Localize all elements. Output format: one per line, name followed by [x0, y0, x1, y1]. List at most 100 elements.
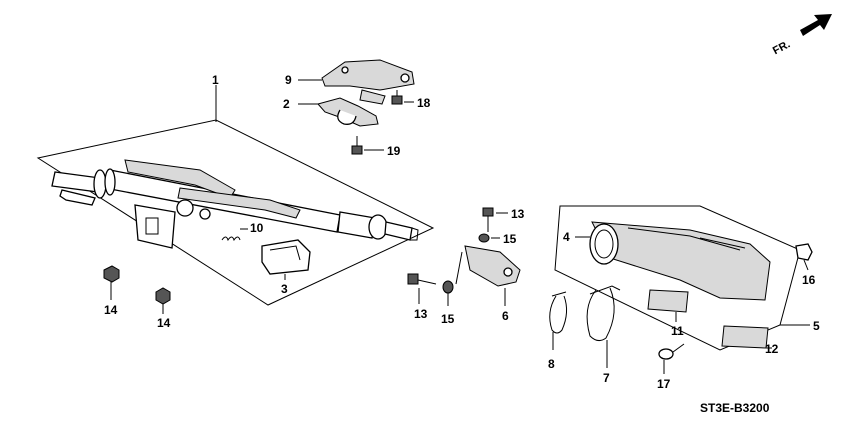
plug-16 — [795, 243, 813, 261]
diagram-code: ST3E-B3200 — [700, 401, 770, 415]
plug-16-part[interactable] — [795, 243, 813, 271]
band-clamp-8-part[interactable] — [549, 291, 568, 350]
bolt-shank — [417, 279, 437, 285]
boot-part[interactable] — [575, 221, 771, 301]
cover-edge — [269, 245, 301, 261]
clip-head — [658, 348, 674, 360]
band-clamp-8 — [549, 295, 568, 334]
boot-inner-ring — [594, 229, 614, 259]
nut-icon — [103, 265, 120, 283]
clip-pin — [672, 343, 685, 353]
steering-column[interactable] — [51, 159, 419, 249]
tilt-pivot — [176, 199, 194, 217]
tilt-bolt — [199, 208, 211, 220]
clamp-plate — [359, 89, 386, 105]
bolt-13b-part[interactable] — [407, 273, 437, 304]
bolt-head-icon — [351, 145, 363, 155]
front-marker-label: FR. — [771, 38, 792, 57]
callout-2: 2 — [283, 97, 290, 111]
callout-19: 19 — [387, 144, 401, 158]
bracket-6 — [464, 245, 521, 287]
lower-clamp — [317, 97, 379, 127]
callout-5: 5 — [813, 319, 820, 333]
callout-13a: 13 — [511, 207, 525, 221]
band-clamp-7 — [586, 287, 615, 342]
callout-17: 17 — [657, 377, 671, 391]
callout-12: 12 — [765, 342, 779, 356]
bolt-13a-part[interactable] — [482, 207, 508, 232]
boot-opening — [589, 223, 619, 265]
washer-icon — [442, 280, 454, 294]
nut-icon — [155, 287, 171, 305]
boot-slot — [699, 237, 746, 249]
callout-15b: 15 — [441, 312, 455, 326]
spring-part[interactable] — [221, 228, 248, 242]
universal-joint — [368, 214, 388, 240]
callout-1: 1 — [212, 73, 219, 87]
band-clamp-8-tab — [551, 291, 567, 297]
callout-4: 4 — [563, 230, 570, 244]
label-12-part[interactable] — [721, 325, 772, 349]
callout-14b: 14 — [157, 316, 171, 330]
bolt-head-icon — [482, 207, 494, 217]
washer-15b-part[interactable] — [442, 280, 454, 306]
boot-body — [591, 221, 771, 301]
steering-column-outline — [36, 119, 435, 306]
callout-10: 10 — [250, 221, 264, 235]
boot-ridge — [627, 227, 741, 251]
band-clamp-7-tab — [589, 285, 621, 295]
callout-14a: 14 — [104, 303, 118, 317]
callout-8: 8 — [548, 357, 555, 371]
bracket-6-part[interactable] — [455, 245, 521, 306]
bolt-19-part[interactable] — [351, 136, 384, 155]
shaft-spline — [410, 227, 419, 241]
callout-3: 3 — [281, 282, 288, 296]
callout-7: 7 — [603, 371, 610, 385]
boot-cover-group — [554, 205, 810, 351]
bolt-head-icon — [391, 95, 403, 105]
nut-part-a[interactable] — [103, 265, 120, 300]
clamp-hook — [337, 109, 357, 125]
callout-18: 18 — [417, 96, 431, 110]
callout-15a: 15 — [503, 232, 517, 246]
callout-13b: 13 — [414, 307, 428, 321]
washer-15a-part[interactable] — [478, 233, 500, 243]
clamp-hole — [400, 73, 410, 83]
label-11-part[interactable] — [647, 289, 689, 322]
intermediate-shaft — [337, 211, 376, 239]
band-clamp-7-part[interactable] — [586, 285, 621, 368]
upper-clamp-part[interactable] — [298, 59, 415, 91]
bolt-head-icon — [407, 273, 419, 285]
callout-6: 6 — [502, 309, 509, 323]
lower-clamp-part[interactable] — [298, 89, 386, 127]
column-bracket — [177, 187, 301, 219]
label-sticker-11 — [647, 289, 689, 313]
bracket-6-group — [407, 207, 521, 306]
upper-bearing-ring — [104, 168, 116, 196]
washer-icon — [478, 233, 490, 243]
label-sticker-12 — [721, 325, 769, 349]
clamp-group — [298, 59, 415, 155]
tilt-lever — [59, 189, 96, 206]
callout-16: 16 — [802, 273, 816, 287]
clip-17-part[interactable] — [658, 343, 685, 374]
lower-bracket-plate — [134, 204, 176, 249]
bracket-slot — [145, 217, 159, 235]
lower-shaft — [384, 221, 413, 241]
band-clamp-group — [549, 285, 621, 368]
leader-line-16 — [803, 259, 809, 271]
column-cover-part[interactable] — [261, 239, 311, 280]
spring — [221, 236, 241, 242]
bracket-hole — [503, 267, 513, 277]
bracket-guide — [455, 251, 463, 285]
nut-part-b[interactable] — [155, 287, 171, 314]
clamp-hole — [341, 66, 349, 74]
bolt-18-part[interactable] — [391, 90, 414, 105]
front-arrow-icon — [800, 14, 832, 36]
steering-column-group — [36, 85, 435, 314]
upper-bearing — [93, 169, 107, 199]
callout-9: 9 — [285, 73, 292, 87]
upper-shaft — [51, 171, 101, 193]
upper-clamp — [321, 59, 415, 91]
callout-11: 11 — [671, 324, 684, 338]
